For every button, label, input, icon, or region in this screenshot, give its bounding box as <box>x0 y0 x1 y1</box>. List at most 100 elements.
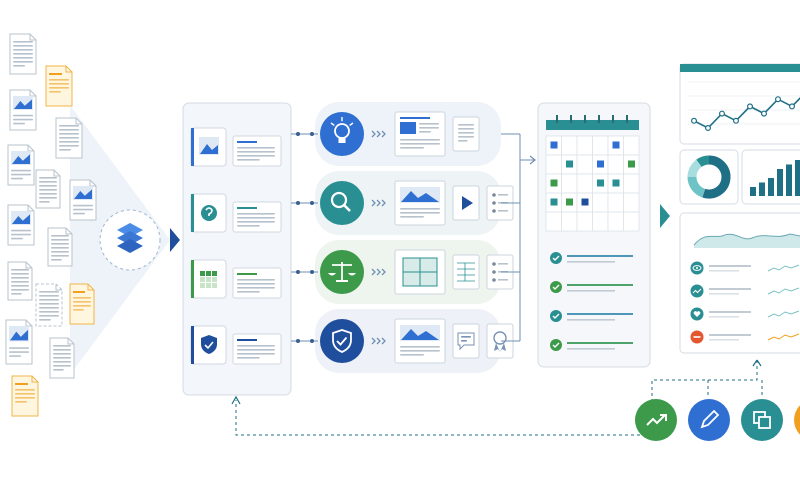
document-icon <box>11 375 39 417</box>
article-document-icon <box>394 111 446 157</box>
question-circle <box>201 205 217 221</box>
process-circle <box>320 319 364 363</box>
sheet-cell <box>212 271 217 276</box>
trend-up-button[interactable] <box>635 399 677 441</box>
text-line <box>419 123 439 125</box>
text-line <box>49 83 69 85</box>
process-row[interactable] <box>291 309 520 373</box>
metric-bar <box>709 311 751 313</box>
text-line <box>237 349 275 351</box>
shield <box>332 329 352 353</box>
trend-up-icon <box>690 284 704 298</box>
image-mountain <box>74 189 92 199</box>
document-icon <box>45 65 73 107</box>
checklist-subline <box>567 290 615 292</box>
text-line <box>458 136 474 138</box>
trend-line <box>692 288 702 294</box>
text-line <box>237 283 275 285</box>
connector-dot <box>310 132 314 136</box>
document-fold <box>31 376 38 383</box>
badge <box>493 331 507 345</box>
text-line <box>237 217 275 219</box>
intake-panel-frame <box>182 102 292 396</box>
intake-item[interactable] <box>190 127 282 167</box>
calendar-event <box>597 179 604 187</box>
check-circle-icon <box>550 339 562 351</box>
calendar-ring <box>626 115 628 123</box>
text-line <box>237 345 275 347</box>
check-line <box>498 194 508 196</box>
metric-row[interactable] <box>690 330 800 344</box>
text-line <box>461 336 471 338</box>
arrowhead-icon <box>529 155 536 165</box>
chevron <box>381 130 386 138</box>
pupil <box>696 267 698 269</box>
calendar-ring <box>584 115 586 123</box>
pans <box>328 273 356 276</box>
donut-slice <box>687 176 706 198</box>
check-mark <box>552 313 560 319</box>
check-line <box>498 263 508 265</box>
play-triangle <box>462 196 473 210</box>
document-icon <box>9 89 37 131</box>
metric-row[interactable] <box>690 307 800 321</box>
pencil-button[interactable] <box>688 399 730 441</box>
bar <box>750 187 756 196</box>
metric-subbar <box>709 316 739 318</box>
text-line <box>59 149 71 151</box>
process-row[interactable] <box>291 240 520 304</box>
video-icon <box>452 185 480 221</box>
calendar-event <box>628 160 635 168</box>
trend-head <box>660 414 667 421</box>
text-line <box>13 65 25 67</box>
chevrons-icon <box>371 337 386 345</box>
text-line <box>9 347 29 349</box>
checklist-icon <box>486 185 514 221</box>
text-line <box>39 197 57 199</box>
text-line <box>458 132 474 134</box>
metric-row[interactable] <box>690 261 800 275</box>
process-row[interactable] <box>291 102 520 166</box>
checklist-item[interactable] <box>550 252 633 264</box>
arrowhead-icon <box>752 359 762 367</box>
text-line <box>73 212 85 215</box>
text-line <box>73 301 91 303</box>
sparkline <box>767 333 800 341</box>
more-button[interactable] <box>794 399 800 441</box>
checklist-item[interactable] <box>550 310 633 322</box>
checklist-item[interactable] <box>550 281 633 293</box>
arrow-right-icon <box>170 228 180 252</box>
text-line <box>237 225 260 227</box>
intake-item[interactable] <box>190 193 282 233</box>
document-fold <box>75 118 82 125</box>
copy-button[interactable] <box>741 399 783 441</box>
line-chart <box>688 81 800 131</box>
document-icon <box>9 33 37 75</box>
text-line <box>11 293 22 295</box>
minus-shape <box>693 336 701 338</box>
checklist-item[interactable] <box>550 339 633 351</box>
text-line <box>49 87 69 89</box>
title-bar <box>400 117 430 119</box>
text-line <box>11 289 29 291</box>
check-dot <box>492 270 496 274</box>
highlight-line <box>49 73 62 75</box>
intake-item[interactable] <box>190 325 282 365</box>
metric-row[interactable] <box>690 284 800 298</box>
document-icon <box>7 144 35 186</box>
intake-item[interactable] <box>190 259 282 299</box>
check-mark <box>552 284 560 290</box>
sheet-cell <box>206 271 211 276</box>
sheet-cell <box>200 277 205 282</box>
document-icon <box>49 337 75 379</box>
calendar-cell <box>576 173 593 194</box>
process-row[interactable] <box>291 171 520 235</box>
image-document-icon <box>394 180 446 226</box>
chevron <box>381 268 386 276</box>
text-line <box>51 239 69 241</box>
text-line <box>53 365 71 367</box>
balance-scale-icon <box>328 262 356 282</box>
calendar-cell <box>545 154 562 175</box>
text-line <box>15 397 35 399</box>
text-line <box>39 177 57 179</box>
